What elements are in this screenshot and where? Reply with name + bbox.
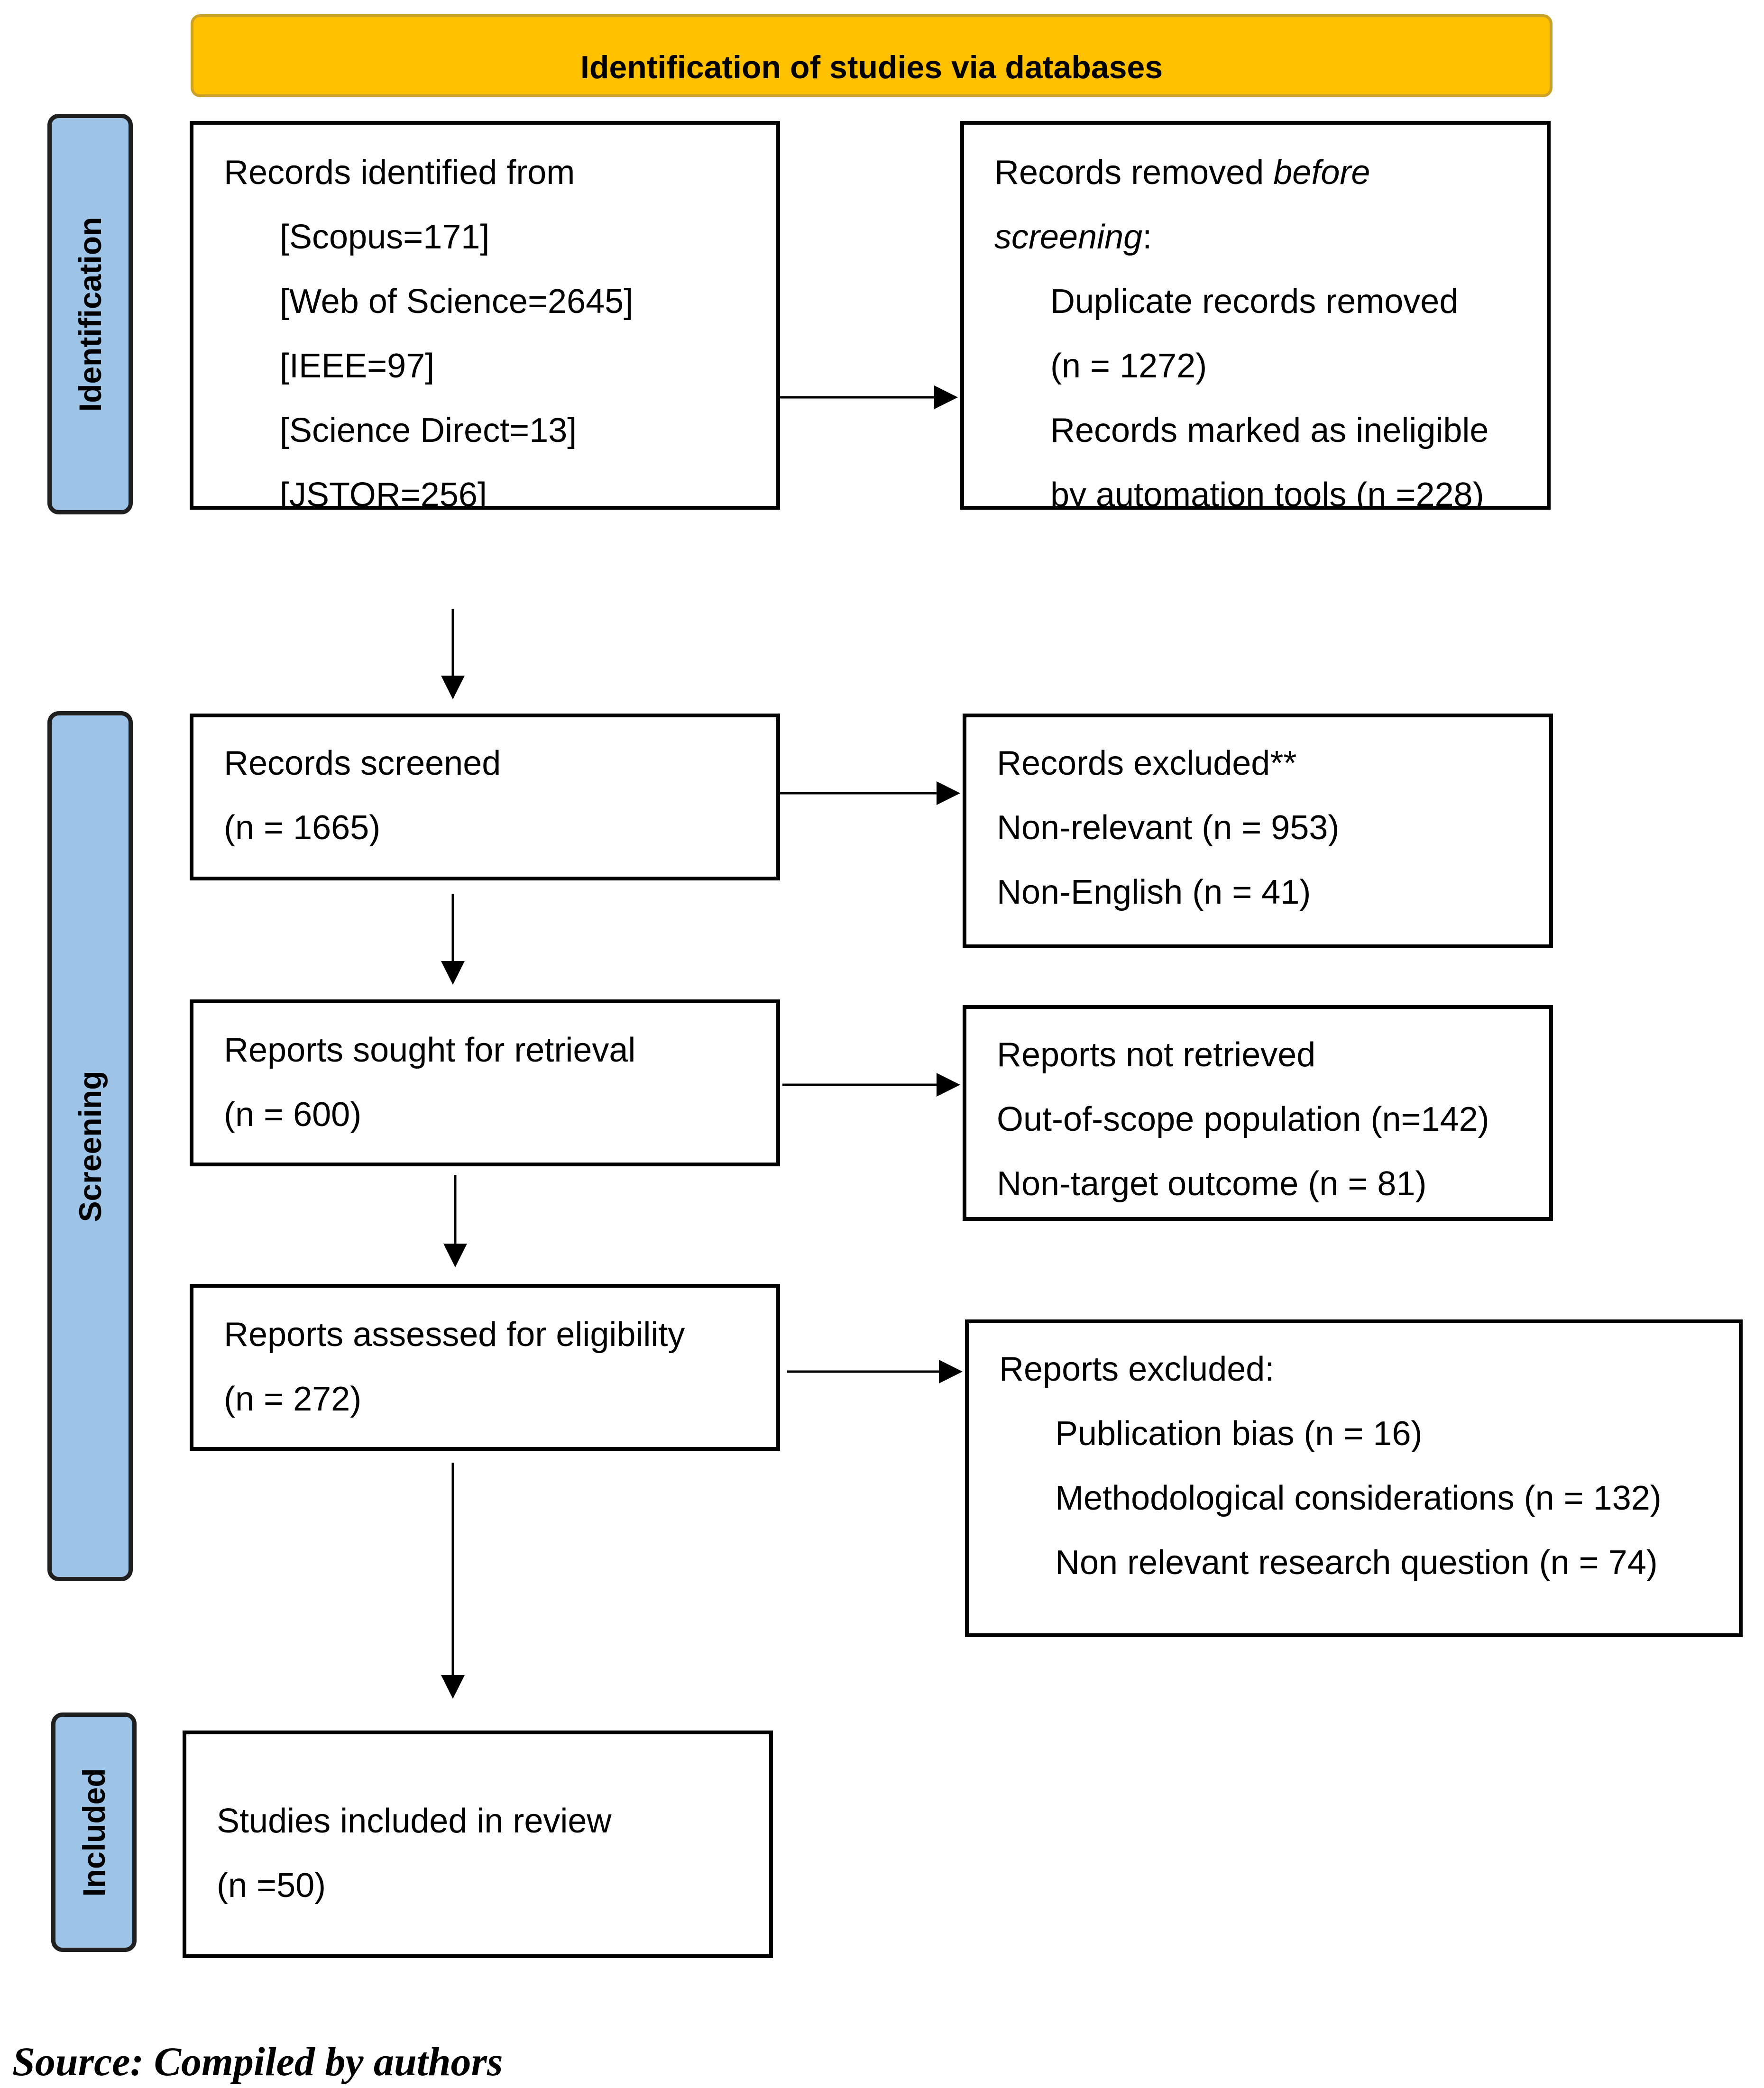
reports-excluded-box: Reports excluded: Publication bias (n = …: [965, 1319, 1743, 1637]
source-note: Source: Compiled by authors: [12, 2039, 503, 2084]
stage-bar-screening: Screening: [47, 711, 133, 1581]
reports-not-retrieved-title: Reports not retrieved: [997, 1036, 1316, 1074]
reports-excluded-reason: Publication bias (n = 16): [1055, 1415, 1423, 1453]
source-jstor: [JSTOR=256]: [280, 476, 487, 510]
reports-assessed-count: (n = 272): [224, 1380, 362, 1418]
banner-title: Identification of studies via databases: [580, 49, 1163, 85]
reports-not-retrieved-non-target: Non-target outcome (n = 81): [997, 1165, 1427, 1203]
reports-not-retrieved-box: Reports not retrieved Out-of-scope popul…: [963, 1005, 1553, 1221]
records-screened-box: Records screened (n = 1665): [190, 714, 780, 880]
reports-assessed-title: Reports assessed for eligibility: [224, 1316, 685, 1354]
reports-assessed-box: Reports assessed for eligibility (n = 27…: [190, 1284, 780, 1451]
reports-excluded-title: Reports excluded:: [999, 1350, 1275, 1388]
ineligible-count: by automation tools (n =228): [1050, 476, 1484, 510]
records-excluded-box: Records excluded** Non-relevant (n = 953…: [963, 714, 1553, 948]
source-ieee: [IEEE=97]: [280, 347, 435, 385]
reports-excluded-reason: Methodological considerations (n = 132): [1055, 1479, 1662, 1517]
records-screened-count: (n = 1665): [224, 809, 381, 847]
source-web-of-science: [Web of Science=2645]: [280, 283, 634, 321]
records-screened-title: Records screened: [224, 744, 501, 782]
identification-banner: Identification of studies via databases: [191, 14, 1553, 97]
records-removed-title-cont: screening:: [994, 218, 1152, 256]
records-excluded-non-relevant: Non-relevant (n = 953): [997, 809, 1340, 847]
source-science-direct: [Science Direct=13]: [280, 412, 577, 449]
reports-excluded-reason: Non relevant research question (n = 74): [1055, 1544, 1658, 1582]
records-removed-title: Records removed before: [994, 154, 1370, 192]
source-scopus: [Scopus=171]: [280, 218, 490, 256]
stage-label-screening: Screening: [73, 1070, 108, 1222]
reports-sought-title: Reports sought for retrieval: [224, 1031, 636, 1069]
reports-not-retrieved-out-of-scope: Out-of-scope population (n=142): [997, 1100, 1489, 1138]
records-identified-title: Records identified from: [224, 154, 575, 192]
reports-sought-box: Reports sought for retrieval (n = 600): [190, 999, 780, 1166]
stage-bar-identification: Identification: [47, 114, 133, 514]
studies-included-box: Studies included in review (n =50): [183, 1731, 773, 1958]
studies-included-title: Studies included in review: [217, 1802, 612, 1840]
ineligible-label: Records marked as ineligible: [1050, 412, 1489, 449]
stage-label-included: Included: [76, 1767, 111, 1897]
records-excluded-title: Records excluded**: [997, 744, 1297, 782]
duplicates-label: Duplicate records removed: [1050, 283, 1459, 321]
stage-label-identification: Identification: [73, 217, 108, 412]
records-identified-box: Records identified from [Scopus=171] [We…: [190, 121, 780, 510]
studies-included-count: (n =50): [217, 1867, 326, 1905]
records-excluded-non-english: Non-English (n = 41): [997, 873, 1311, 911]
stage-bar-included: Included: [51, 1713, 137, 1952]
duplicates-count: (n = 1272): [1050, 347, 1207, 385]
records-removed-box: Records removed before screening: Duplic…: [960, 121, 1551, 510]
reports-sought-count: (n = 600): [224, 1096, 362, 1134]
